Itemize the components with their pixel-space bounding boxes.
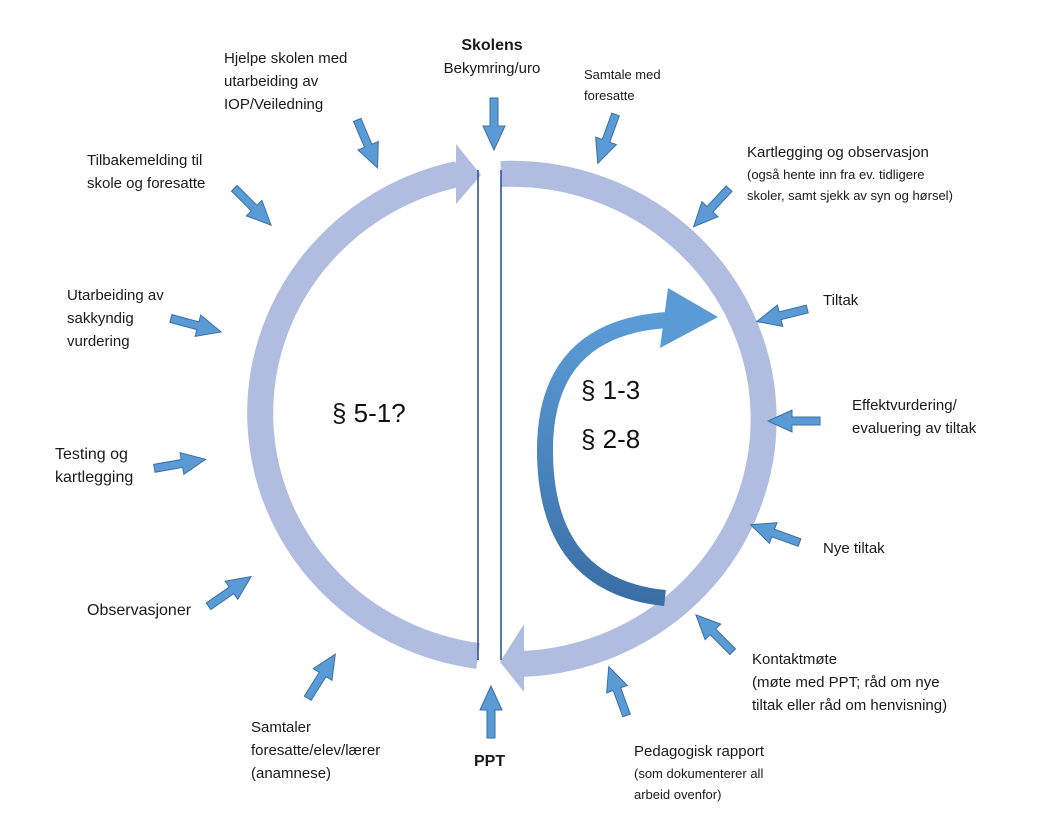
arrow-nye-tiltak	[749, 522, 802, 547]
left-cycle-arrowhead	[456, 144, 481, 204]
arrow-kontaktmote	[695, 614, 737, 656]
bottom-label: PPT	[474, 753, 506, 770]
arrow-testing	[153, 451, 207, 476]
arrow-observasjoner	[205, 575, 253, 611]
step-tiltak: Tiltak	[823, 292, 859, 309]
right-section-2: § 2-8	[581, 424, 641, 454]
arrow-kartlegging	[692, 185, 733, 228]
top-label: Skolens Bekymring/uro	[440, 34, 544, 80]
left-section-text: § 5-1?	[332, 398, 406, 428]
arrow-top-in	[482, 97, 506, 152]
step-pedagogisk-rapport: Pedagogisk rapport (som dokumenterer all…	[634, 743, 765, 802]
arrow-utarbeiding	[169, 314, 223, 338]
arrow-samtale-med-foresatte	[595, 112, 620, 165]
inner-curved-arrowhead	[660, 288, 718, 348]
step-kontaktmote: Kontaktmøte (møte med PPT; råd om nye ti…	[752, 651, 948, 714]
arrow-tilbakemelding	[230, 184, 272, 226]
step-arrows	[153, 97, 821, 739]
right-cycle-arrowhead	[500, 624, 524, 692]
arrow-bottom-in	[479, 684, 503, 739]
step-hjelpe-skolen: Hjelpe skolen med utarbeiding av IOP/Vei…	[224, 50, 348, 113]
step-utarbeiding: Utarbeiding av sakkyndig vurdering	[67, 287, 164, 350]
right-section-1: § 1-3	[581, 375, 641, 405]
arrow-effektvurdering	[766, 409, 821, 433]
step-effektvurdering: Effektvurdering/ evaluering av tiltak	[852, 397, 977, 437]
arrow-pedagogisk-rapport	[606, 665, 631, 718]
arrow-samtaler	[303, 653, 336, 702]
left-cycle-arc	[247, 161, 480, 669]
step-samtale-med-foresatte: Samtale med foresatte	[584, 67, 661, 103]
step-tilbakemelding: Tilbakemelding til skole og foresatte	[87, 152, 206, 192]
right-cycle-arc	[500, 160, 777, 677]
step-samtaler: Samtaler foresatte/elev/lærer (anamnese)	[251, 719, 381, 782]
top-title: Skolens	[461, 37, 523, 54]
arrow-hjelpe-skolen	[352, 117, 379, 169]
step-testing: Testing og kartlegging	[55, 446, 134, 486]
top-subtitle: Bekymring/uro	[443, 60, 541, 77]
step-observasjoner: Observasjoner	[87, 602, 192, 619]
step-nye-tiltak: Nye tiltak	[823, 540, 885, 557]
step-kartlegging: Kartlegging og observasjon (også hente i…	[747, 144, 953, 203]
arrow-tiltak	[755, 304, 809, 328]
inner-curved-arrow	[536, 312, 669, 606]
